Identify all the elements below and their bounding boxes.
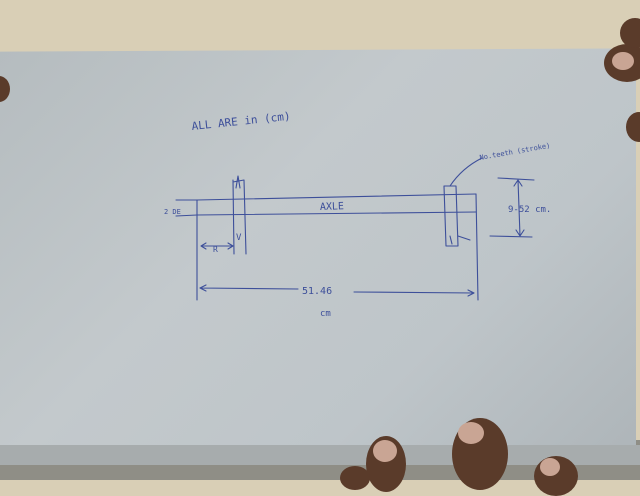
right-sprocket: [443, 185, 459, 247]
callout-label: No.teeth (stroke): [479, 142, 551, 162]
finger-bottom-1: [366, 436, 406, 492]
finger-bottom-3: [534, 456, 578, 496]
sprocket-detail: [449, 235, 471, 245]
left-hub-arrow-up: [235, 175, 241, 189]
finger-bottom-4: [340, 466, 370, 490]
height-label: 9-52 cm.: [508, 205, 551, 215]
bearing-label: V: [236, 233, 242, 243]
offset-dimension: [200, 242, 234, 250]
height-dimension: [513, 179, 525, 237]
finger-right: [626, 112, 640, 142]
offset-label: R: [213, 245, 218, 254]
axle-label: AXLE: [320, 201, 344, 213]
diameter-label: 2 DE: [164, 208, 181, 216]
finger-top-right: [604, 44, 640, 82]
finger-bottom-2: [452, 418, 508, 490]
axle-bottom-line: [196, 211, 477, 216]
total-length-unit: cm: [320, 309, 331, 319]
finger-left: [0, 76, 10, 102]
axle-top-line: [196, 193, 477, 201]
height-extension-lines: [489, 177, 535, 238]
total-length-dimension: [199, 284, 475, 297]
finger-top-right-2: [620, 18, 640, 48]
callout-leader: [449, 157, 483, 187]
units-note: ALL ARE in (cm): [191, 110, 291, 133]
right-reference-line: [475, 193, 479, 301]
axle-sketch: ALL ARE in (cm) AXLE 2 DE V R No.teeth (…: [164, 110, 551, 319]
total-length-value: 51.46: [302, 286, 332, 297]
axle-left-extension: [175, 199, 198, 217]
